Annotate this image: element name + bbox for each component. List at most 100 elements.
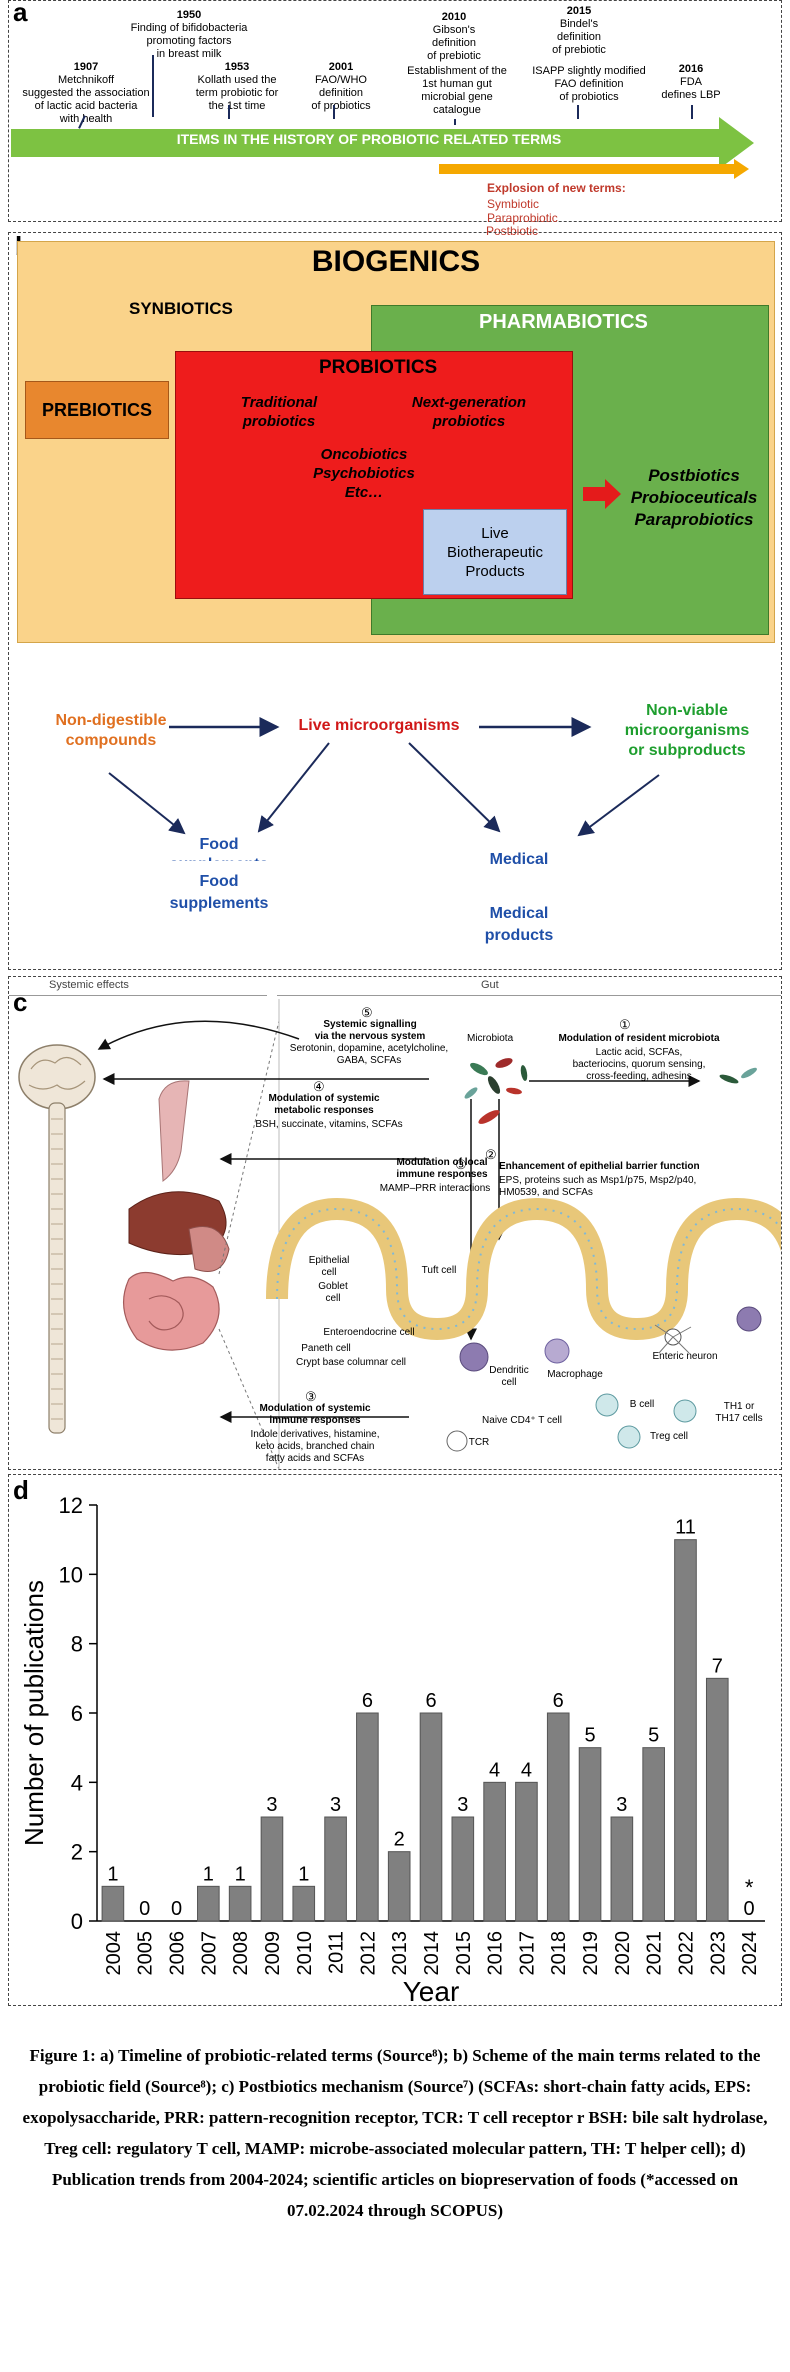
data-label: 4 bbox=[489, 1759, 500, 1781]
biogenics-title: BIOGENICS bbox=[311, 245, 481, 278]
cell-goblet: Goblet cell bbox=[318, 1281, 348, 1304]
data-label: 5 bbox=[648, 1725, 659, 1747]
explosion-title: Explosion of new terms: bbox=[487, 181, 626, 195]
num3a: ③ bbox=[455, 1157, 467, 1172]
data-label: 6 bbox=[362, 1690, 373, 1712]
num3b: ③ bbox=[305, 1389, 317, 1404]
callout-lines bbox=[218, 1020, 280, 1469]
panel-b: b BIOGENICS SYNBIOTICS PHARMABIOTICS PRE… bbox=[8, 231, 782, 970]
systemic-effects-header: Systemic effects bbox=[49, 979, 129, 991]
m4-title: Modulation of systemic metabolic respons… bbox=[268, 1093, 380, 1116]
next-gen-probiotics: Next-generation probiotics bbox=[411, 394, 527, 430]
green-arrow-shape bbox=[11, 117, 754, 169]
cell-tuft: Tuft cell bbox=[421, 1265, 457, 1276]
data-label: 5 bbox=[584, 1725, 595, 1747]
x-tick-label: 2023 bbox=[707, 1931, 729, 1976]
panel-a-label: a bbox=[13, 0, 28, 27]
publication-chart: 0246810121200402005020061200712008320091… bbox=[19, 1493, 765, 2005]
prebiotics-box: PREBIOTICS bbox=[25, 381, 169, 439]
tick-2001 bbox=[333, 105, 335, 119]
data-label: 3 bbox=[457, 1794, 468, 1816]
cell-crypt-base: Crypt base columnar cell bbox=[295, 1357, 407, 1368]
m5-title: Systemic signalling via the nervous syst… bbox=[314, 1019, 426, 1042]
cell-treg: Treg cell bbox=[650, 1431, 688, 1442]
bar bbox=[324, 1816, 347, 1922]
bar bbox=[515, 1781, 538, 1922]
arrow-nonviable-medical bbox=[577, 774, 660, 837]
event-isapp: ISAPP slightly modified FAO definition o… bbox=[532, 65, 646, 103]
x-tick-label: 2009 bbox=[262, 1931, 284, 1976]
x-tick-label: 2005 bbox=[135, 1931, 157, 1976]
data-label: 6 bbox=[425, 1690, 436, 1712]
m3b-title: Modulation of systemic immune responses bbox=[259, 1403, 371, 1426]
panel-d-label: d bbox=[13, 1475, 29, 1505]
header-rule-right bbox=[277, 995, 781, 996]
x-tick-label: 2022 bbox=[675, 1931, 697, 1976]
data-label: 1 bbox=[235, 1863, 246, 1885]
prebiotics-label: PREBIOTICS bbox=[41, 399, 152, 420]
bar bbox=[642, 1747, 665, 1922]
non-digestible-label: Non-digestible compounds bbox=[55, 712, 167, 749]
live-biotherapeutic-box: Live Biotherapeutic Products bbox=[423, 509, 567, 595]
m5-text: Serotonin, dopamine, acetylcholine, GABA… bbox=[289, 1043, 449, 1066]
data-label: 3 bbox=[330, 1794, 341, 1816]
gut-header: Gut bbox=[481, 979, 499, 991]
cell-dendritic: Dendritic cell bbox=[489, 1365, 529, 1388]
y-tick-label: 8 bbox=[71, 1632, 83, 1657]
cell-epithelial: Epithelial cell bbox=[308, 1255, 350, 1278]
explosion-term-symbiotic: Symbiotic bbox=[487, 197, 540, 211]
bar bbox=[228, 1885, 252, 1922]
bar bbox=[546, 1712, 570, 1922]
bar bbox=[451, 1816, 475, 1922]
data-label: 3 bbox=[616, 1794, 627, 1816]
y-tick-label: 0 bbox=[71, 1909, 83, 1934]
immune-cells-icon bbox=[446, 1306, 762, 1452]
num1: ① bbox=[619, 1017, 631, 1032]
orange-arrow-shape bbox=[439, 159, 749, 179]
digestive-organs-icon bbox=[123, 1080, 230, 1351]
bar bbox=[387, 1851, 411, 1922]
cell-tcr: TCR bbox=[468, 1437, 490, 1448]
data-label: 4 bbox=[521, 1759, 532, 1781]
bar bbox=[356, 1712, 379, 1922]
data-label: 2 bbox=[394, 1829, 405, 1851]
microbiota-label: Microbiota bbox=[467, 1033, 514, 1044]
brain-spinal-icon bbox=[18, 1044, 96, 1434]
x-tick-label: 2011 bbox=[326, 1931, 348, 1974]
x-tick-label: 2019 bbox=[580, 1931, 602, 1976]
cell-paneth: Paneth cell bbox=[301, 1343, 351, 1354]
m2-text: EPS, proteins such as Msp1/p75, Msp2/p40… bbox=[499, 1175, 697, 1198]
x-tick-label: 2021 bbox=[644, 1931, 666, 1976]
x-tick-label: 2007 bbox=[198, 1931, 220, 1976]
data-label: 6 bbox=[553, 1690, 564, 1712]
probiotics-label: PROBIOTICS bbox=[319, 357, 438, 378]
data-label: 1 bbox=[298, 1863, 309, 1885]
x-tick-label: 2013 bbox=[389, 1931, 411, 1976]
m4-text: BSH, succinate, vitamins, SCFAs bbox=[255, 1119, 403, 1130]
cell-naive-cd4: Naive CD4⁺ T cell bbox=[482, 1415, 562, 1426]
bar bbox=[705, 1677, 729, 1922]
medical-products-label: Medical products bbox=[484, 905, 554, 944]
y-tick-label: 2 bbox=[71, 1840, 83, 1865]
x-tick-label: 2020 bbox=[612, 1931, 634, 1976]
bar bbox=[483, 1781, 506, 1922]
timeline-arrow bbox=[11, 117, 754, 169]
timeline-label: ITEMS IN THE HISTORY OF PROBIOTIC RELATE… bbox=[176, 131, 562, 147]
bar bbox=[101, 1885, 125, 1922]
data-label: 0 bbox=[744, 1898, 755, 1920]
asterisk-note: * bbox=[745, 1875, 754, 1900]
m3b-text: Indole derivatives, histamine, keto acid… bbox=[250, 1429, 380, 1464]
food-supplements-label: Food supplements bbox=[169, 873, 269, 912]
y-tick-label: 4 bbox=[71, 1770, 83, 1795]
m3a-text: MAMP–PRR interactions bbox=[379, 1183, 491, 1194]
x-tick-label: 2015 bbox=[453, 1931, 475, 1976]
y-tick-label: 6 bbox=[71, 1701, 83, 1726]
data-label: 7 bbox=[712, 1655, 723, 1677]
x-tick-label: 2004 bbox=[103, 1931, 125, 1976]
figure-caption: Figure 1: a) Timeline of probiotic-relat… bbox=[22, 2046, 768, 2220]
post-terms: Postbiotics Probioceuticals Paraprobioti… bbox=[630, 466, 758, 529]
data-label: 11 bbox=[675, 1517, 696, 1539]
